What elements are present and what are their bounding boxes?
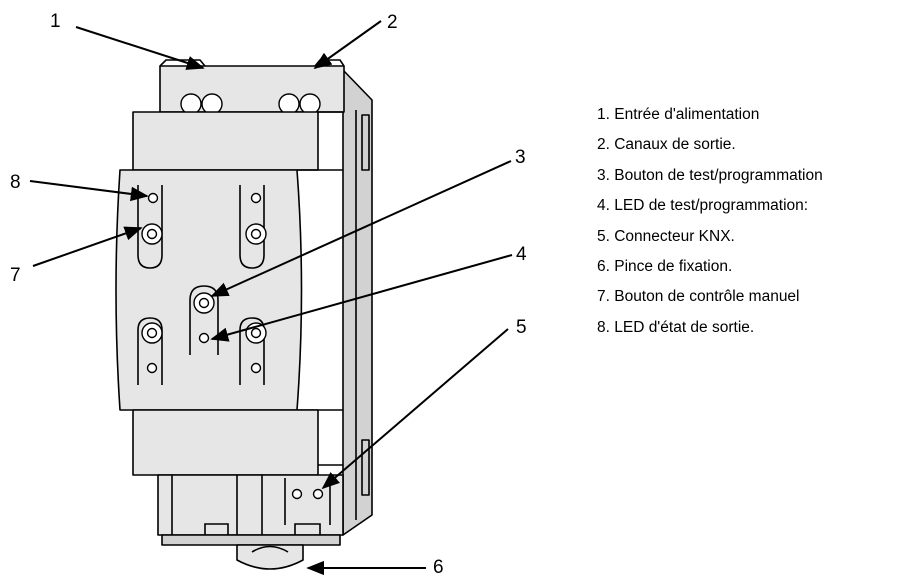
- front-face: [115, 169, 343, 411]
- bottom-connector-block: [157, 474, 344, 546]
- arrow-8: [29, 180, 149, 202]
- legend-item-test-button: 3. Bouton de test/programmation: [597, 166, 823, 184]
- callout-6: 6: [433, 557, 444, 576]
- test-programming-led: [198, 332, 210, 344]
- knx-connector-hole: [291, 488, 303, 500]
- callout-arrows: [29, 20, 513, 576]
- legend-item-manual-button: 7. Bouton de contrôle manuel: [597, 288, 800, 306]
- callout-8: 8: [10, 172, 21, 193]
- channel-bottom-left: [137, 317, 163, 385]
- callout-5: 5: [516, 317, 527, 338]
- arrow-3: [210, 160, 512, 297]
- arrow-4: [210, 254, 513, 342]
- callout-7: 7: [10, 265, 21, 286]
- fixing-clip: [236, 544, 304, 570]
- arrow-2: [313, 20, 382, 70]
- legend-item-output-led: 8. LED d'état de sortie.: [597, 318, 755, 336]
- callout-1: 1: [50, 11, 61, 32]
- callout-2: 2: [387, 12, 398, 33]
- output-status-led: [147, 192, 159, 204]
- legend-item-test-led: 4. LED de test/programmation:: [597, 197, 809, 215]
- legend-item-fixing-clip: 6. Pince de fixation.: [597, 257, 733, 275]
- channel-top-right: [239, 185, 267, 269]
- callout-numbers: 1 2 3 4 5 6 7 8: [10, 11, 527, 576]
- callout-4: 4: [516, 244, 527, 265]
- device-body: [115, 59, 373, 570]
- arrow-1: [75, 26, 205, 70]
- arrow-7: [32, 226, 143, 267]
- legend-list: 1. Entrée d'alimentation 2. Canaux de so…: [597, 105, 823, 348]
- legend-item-knx-connector: 5. Connecteur KNX.: [597, 227, 735, 245]
- callout-3: 3: [515, 147, 526, 168]
- legend-item-output-channels: 2. Canaux de sortie.: [597, 136, 736, 154]
- arrow-5: [321, 328, 509, 490]
- legend-item-power-input: 1. Entrée d'alimentation: [597, 106, 760, 123]
